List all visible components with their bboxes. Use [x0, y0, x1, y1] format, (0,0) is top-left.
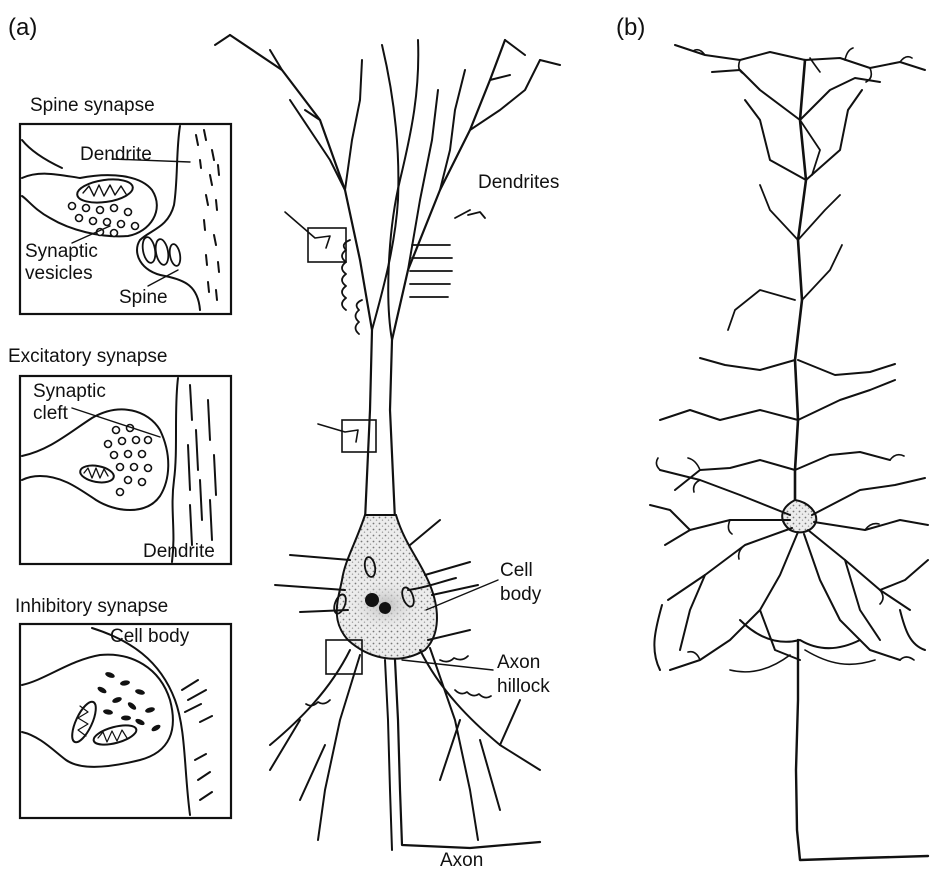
excitatory-synapse-inset: Excitatory synapse Synaptic cleft Dendri… [8, 346, 231, 564]
inhibitory-synapse-frame [20, 624, 231, 818]
dendrites-label: Dendrites [478, 172, 559, 193]
apical-excitatory-synapse-box [342, 420, 376, 452]
spine-synapse-title: Spine synapse [30, 95, 155, 116]
cell-body-label-2: body [500, 584, 542, 605]
spine-vesicles-label-2: vesicles [25, 263, 93, 284]
panel-b-tag: (b) [616, 14, 645, 41]
excitatory-cleft-label-1: Synaptic [33, 381, 106, 402]
inhibitory-synapse-inset: Inhibitory synapse Cell body [15, 596, 231, 818]
inhibitory-synapse-title: Inhibitory synapse [15, 596, 168, 617]
axon-label: Axon [440, 850, 483, 871]
excitatory-cleft-label-2: cleft [33, 403, 69, 424]
spine-synapse-inset: Spine synapse Dendrite Synaptic vesi [20, 95, 231, 314]
spine-vesicles-label-1: Synaptic [25, 241, 98, 262]
inhibitory-cell-body-label: Cell body [110, 626, 190, 647]
excitatory-dendrite-label: Dendrite [143, 541, 215, 562]
axon-hillock-label-1: Axon [497, 652, 540, 673]
axon-hillock-label-2: hillock [497, 676, 550, 697]
pyramidal-neuron-diagram: Dendrites Cell body Axon hillock Axon [215, 35, 560, 871]
excitatory-synapse-title: Excitatory synapse [8, 346, 167, 367]
panel-a-tag: (a) [8, 14, 37, 41]
golgi-stained-neuron [650, 45, 928, 860]
cell-body-label-1: Cell [500, 560, 533, 581]
golgi-cell-body [782, 500, 816, 532]
spine-spine-label: Spine [119, 287, 168, 308]
spine-dendrite-label: Dendrite [80, 144, 152, 165]
